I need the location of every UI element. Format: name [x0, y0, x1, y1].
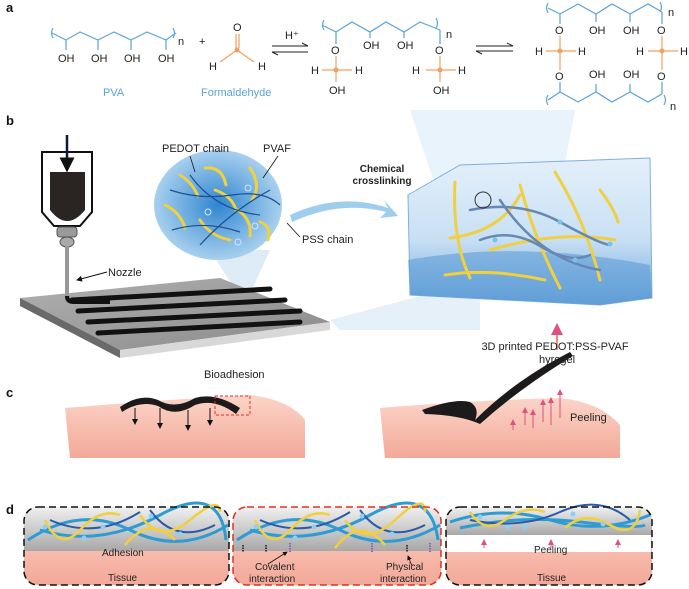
acid-catalyst-label: H⁺	[285, 30, 299, 42]
svg-text:OH: OH	[589, 25, 606, 37]
pva-oh-groups: OH OH OH OH n	[58, 36, 184, 65]
plus-sign: +	[199, 36, 205, 48]
hydrogel-film-peeling	[422, 352, 573, 424]
physical-pointer	[407, 555, 413, 567]
peeling-label-d: Peeling	[534, 545, 567, 556]
covalent-label-line1: Covalent	[255, 562, 295, 573]
adhesion-label: Adhesion	[102, 548, 144, 559]
pedot-chain-label: PEDOT chain	[162, 143, 229, 155]
svg-text:OH: OH	[124, 53, 141, 65]
interface-box-interactions	[232, 501, 442, 586]
crosslinked-structure: O OH OH O n H H H H O OH OH O n	[535, 1, 688, 113]
svg-text:n: n	[670, 101, 676, 113]
printer-syringe	[41, 151, 110, 304]
svg-text:OH: OH	[58, 53, 75, 65]
ink-zoom-blob	[154, 150, 282, 260]
svg-text:OH: OH	[623, 69, 640, 81]
bioadhesion-arrows	[132, 408, 213, 431]
peeling-label-c: Peeling	[570, 412, 607, 424]
svg-text:O: O	[555, 71, 564, 83]
panel-label-b: b	[6, 113, 14, 128]
svg-text:H: H	[355, 65, 363, 77]
interface-box-adhesion	[23, 501, 230, 586]
intermediate-structure: O OH OH O n H H H H OH OH	[311, 17, 466, 97]
pss-pointer	[286, 222, 301, 238]
hydrogel-label-line2: hyrogel	[539, 354, 575, 366]
nozzle-label: Nozzle	[108, 267, 142, 279]
nozzle-pointer-arrow	[76, 271, 108, 282]
svg-text:O: O	[657, 71, 666, 83]
svg-text:O: O	[555, 25, 564, 37]
svg-text:H: H	[680, 46, 688, 58]
printing-plate	[20, 278, 330, 358]
svg-text:OH: OH	[363, 40, 380, 52]
interface-box-peeling	[445, 503, 653, 586]
formaldehyde-structure: O H H	[209, 22, 266, 73]
covalent-pointer	[267, 551, 288, 565]
svg-text:H: H	[311, 65, 319, 77]
svg-text:OH: OH	[329, 85, 346, 97]
tissue-block-right	[380, 398, 620, 458]
panel-label-c: c	[6, 385, 13, 400]
zoom-highlight-box	[214, 395, 251, 416]
pvaf-pointer	[262, 155, 279, 179]
svg-text:OH: OH	[397, 40, 414, 52]
svg-text:n: n	[446, 29, 452, 41]
tissue-label-1: Tissue	[108, 573, 138, 584]
svg-text:H: H	[209, 61, 217, 73]
panel-label-a: a	[6, 0, 14, 15]
physical-label-line2: interaction	[380, 574, 426, 585]
svg-text:H: H	[535, 46, 543, 58]
pvaf-label: PVAF	[263, 143, 291, 155]
svg-text:O: O	[435, 45, 444, 57]
crosslinking-label-line1: Chemical	[360, 164, 405, 175]
svg-text:H: H	[258, 61, 266, 73]
crosslinking-arrow-icon	[290, 200, 398, 222]
svg-text:H: H	[412, 65, 420, 77]
svg-text:OH: OH	[433, 85, 450, 97]
svg-text:O: O	[657, 25, 666, 37]
hydrogel-film-adhered	[120, 396, 240, 414]
tissue-label-3: Tissue	[537, 573, 567, 584]
svg-text:OH: OH	[91, 53, 108, 65]
pva-structure	[50, 27, 177, 50]
panel-label-d: d	[6, 502, 14, 517]
svg-text:H: H	[636, 46, 644, 58]
hydrogel-network-cube	[407, 157, 653, 306]
svg-text:O: O	[331, 45, 340, 57]
equilibrium-arrow-1	[271, 42, 309, 56]
formaldehyde-label: Formaldehyde	[201, 87, 271, 99]
physical-label-line1: Physical	[386, 562, 423, 573]
svg-text:n: n	[178, 36, 184, 48]
crosslinking-label-line2: crosslinking	[353, 176, 412, 187]
pva-label: PVA	[103, 87, 125, 99]
svg-text:O: O	[233, 22, 242, 34]
peeling-arrows	[510, 389, 563, 430]
svg-text:OH: OH	[589, 69, 606, 81]
bioadhesion-label: Bioadhesion	[204, 369, 265, 381]
pedot-pointer	[189, 155, 196, 173]
pss-chain-label: PSS chain	[302, 234, 353, 246]
covalent-label-line2: interaction	[249, 574, 295, 585]
svg-text:OH: OH	[623, 25, 640, 37]
svg-text:n: n	[668, 7, 674, 19]
svg-text:H: H	[578, 46, 586, 58]
svg-text:H: H	[458, 65, 466, 77]
zoom-beam-bottom	[210, 250, 270, 305]
hydrogel-label-line1: 3D printed PEDOT:PSS-PVAF	[481, 341, 628, 353]
svg-text:OH: OH	[158, 53, 175, 65]
equilibrium-arrow-2	[475, 42, 514, 55]
